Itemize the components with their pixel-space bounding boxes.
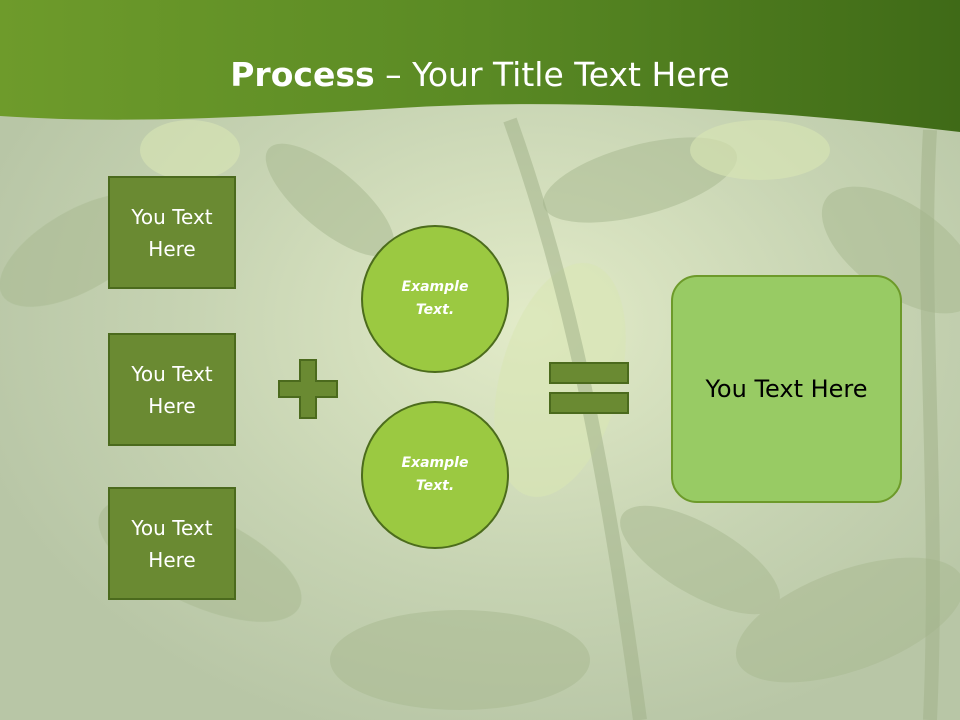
title-bold: Process [230,55,375,94]
input-box-1[interactable]: You Text Here [108,176,236,289]
plus-icon [278,359,338,419]
input-box-2[interactable]: You Text Here [108,333,236,446]
result-box[interactable]: You Text Here [671,275,902,503]
input-box-label: You Text Here [131,361,213,418]
input-box-label: You Text Here [131,515,213,572]
example-circle-1[interactable]: Example Text. [361,225,509,373]
title-separator: – [374,55,413,94]
input-box-label: You Text Here [131,204,213,261]
equals-icon [549,362,629,414]
slide-title: Process – Your Title Text Here [0,50,960,100]
result-label: You Text Here [705,375,868,403]
circle-label: Example Text. [401,279,469,318]
input-box-3[interactable]: You Text Here [108,487,236,600]
circle-label: Example Text. [401,455,469,494]
example-circle-2[interactable]: Example Text. [361,401,509,549]
header-band [0,0,960,132]
title-rest: Your Title Text Here [412,55,730,94]
